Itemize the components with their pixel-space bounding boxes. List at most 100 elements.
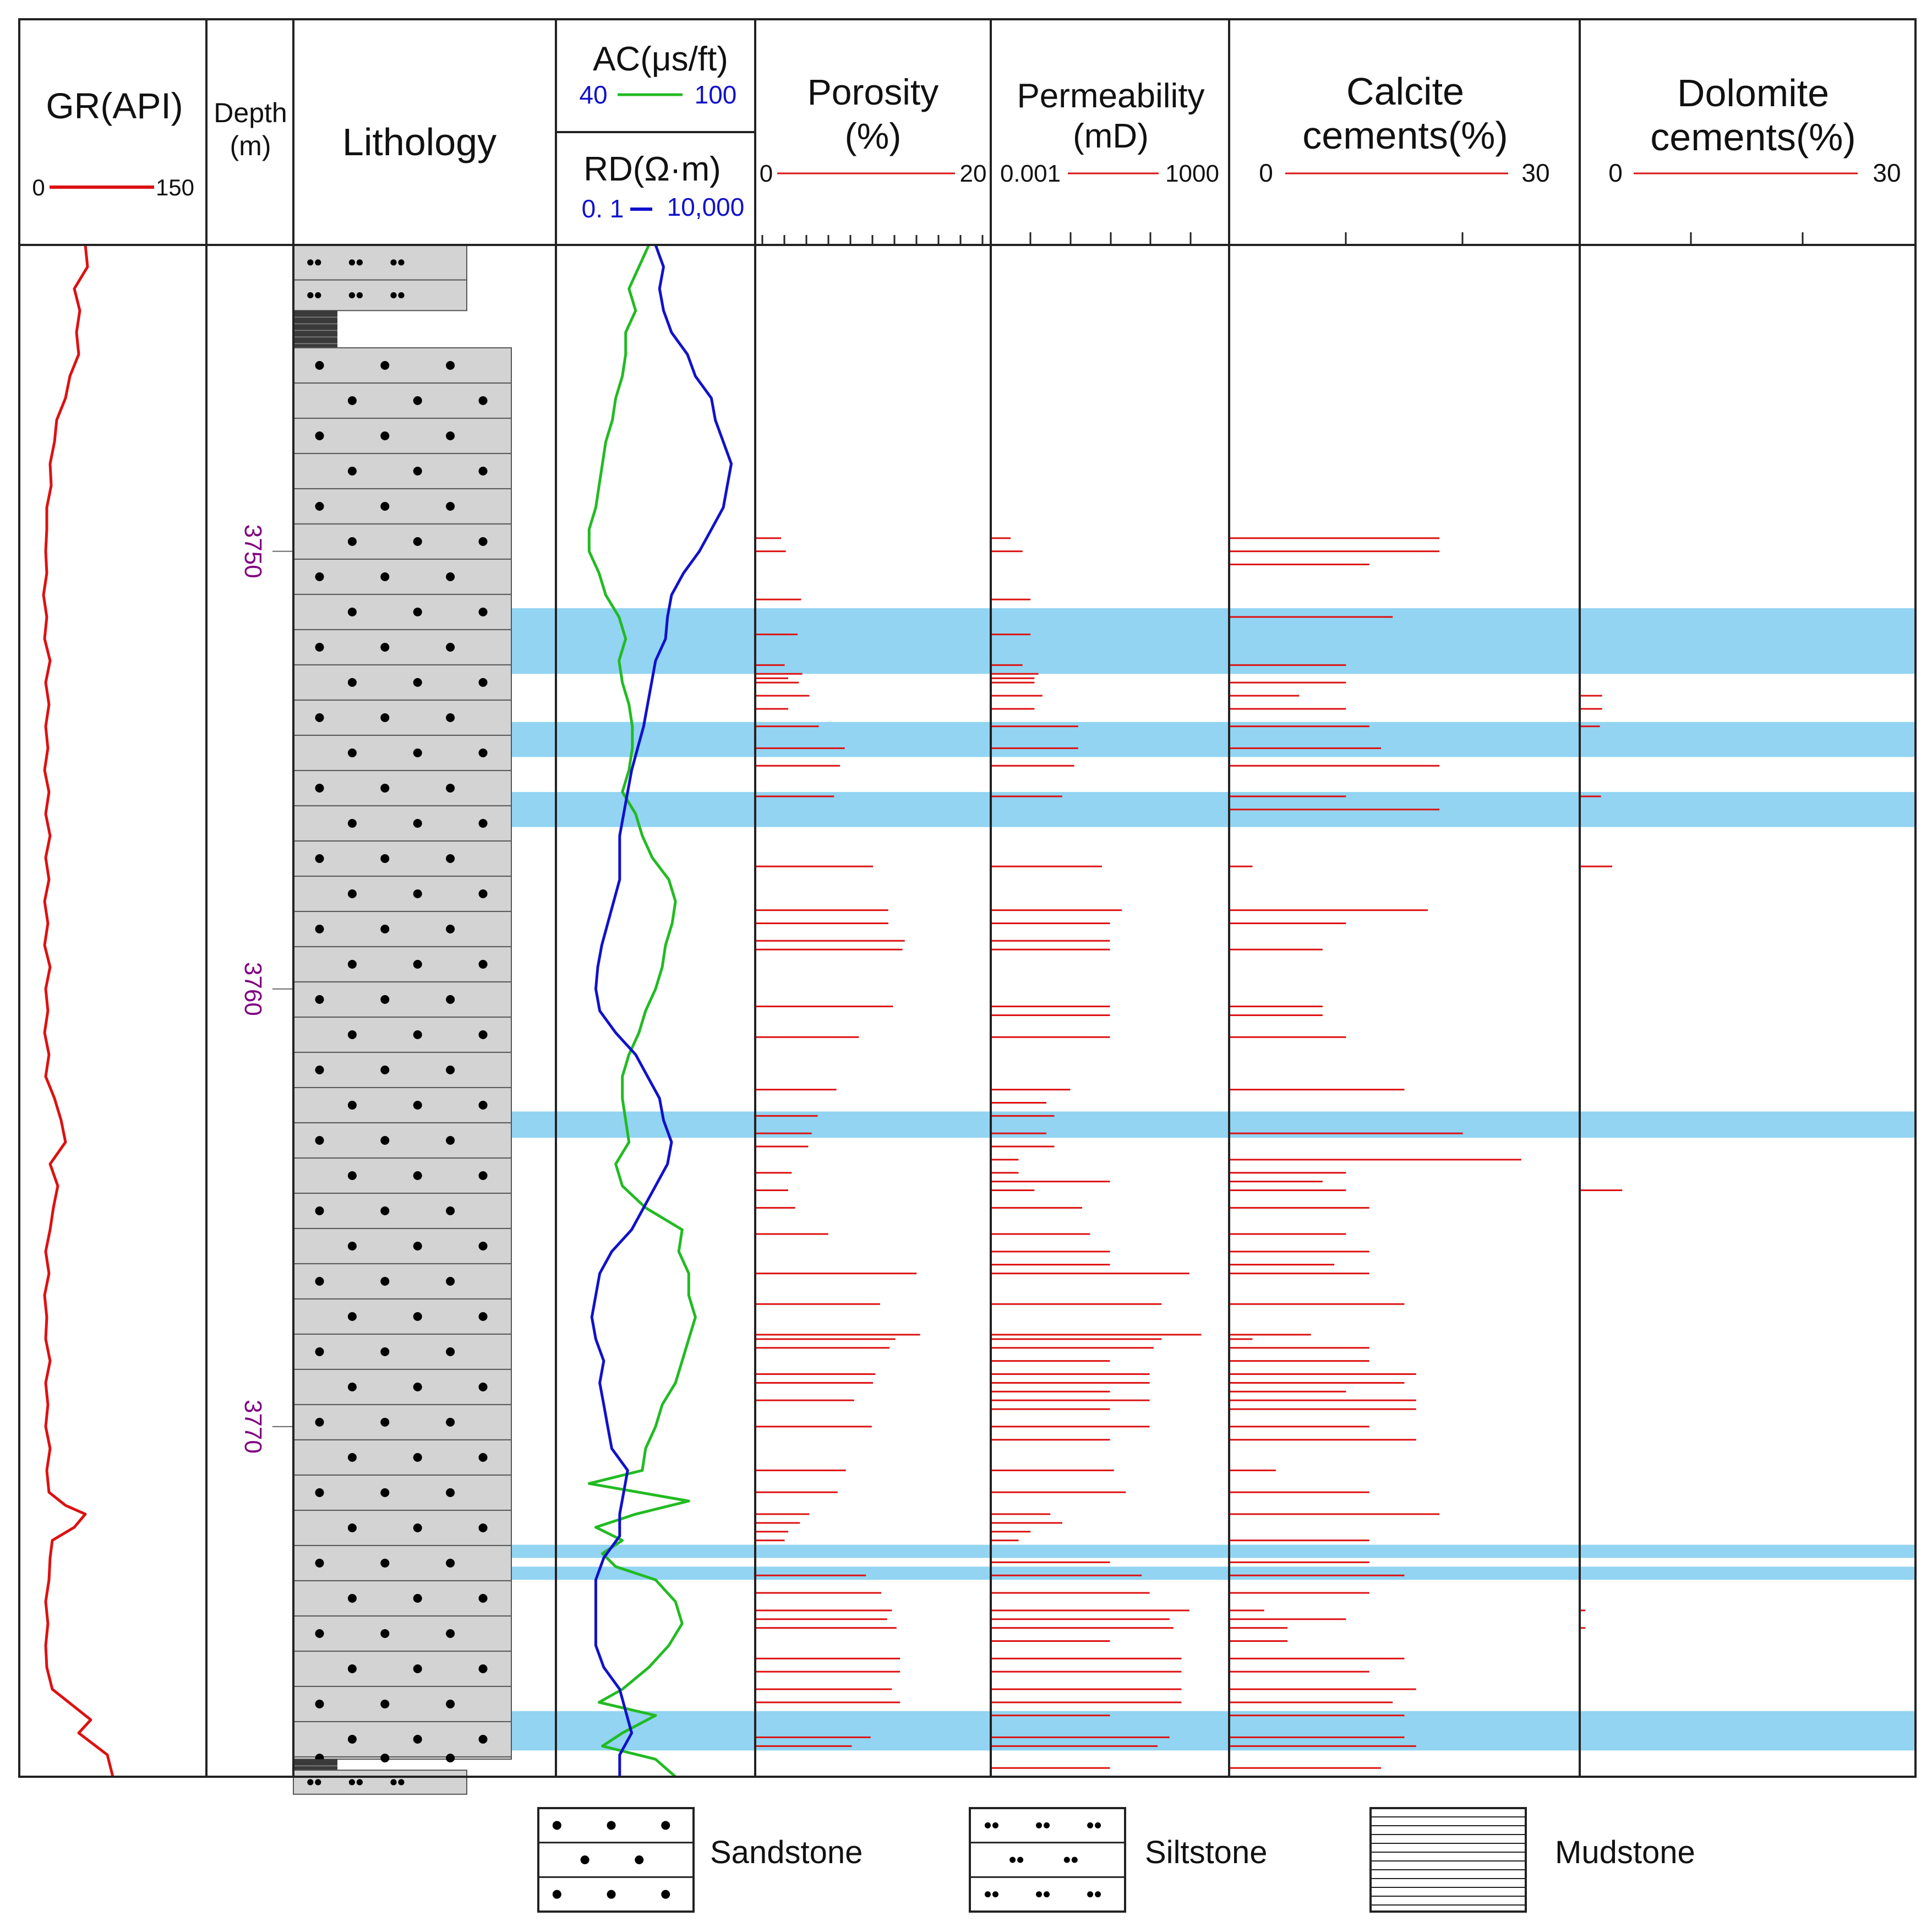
ac-title: AC(μs/ft) xyxy=(593,40,728,78)
legend-silt-dot xyxy=(1017,1857,1024,1863)
calcite-title-2: cements(%) xyxy=(1302,114,1508,157)
depth-unit: (m) xyxy=(230,130,271,161)
calcite-max-label: 30 xyxy=(1521,159,1549,187)
sand-dot xyxy=(413,1453,422,1462)
sand-dot xyxy=(478,889,488,898)
ac-min-label: 40 xyxy=(579,80,607,109)
sand-dot xyxy=(347,1171,357,1180)
sand-dot xyxy=(478,1312,488,1321)
sand-dot xyxy=(446,572,455,581)
mudstone-fill xyxy=(293,1759,337,1771)
sand-dot xyxy=(380,572,390,581)
legend-label: Mudstone xyxy=(1555,1835,1695,1870)
silt-dot xyxy=(348,1779,356,1786)
track-frame xyxy=(18,18,1917,1778)
silt-dot xyxy=(307,1779,314,1786)
rd-curve xyxy=(590,244,733,1777)
sand-dot xyxy=(315,854,324,863)
sand-dot xyxy=(478,959,488,969)
rd-title: RD(Ω·m) xyxy=(583,150,721,188)
legend-item-mudstone: Mudstone xyxy=(1369,1807,1695,1913)
legend-silt-dot xyxy=(1044,1822,1050,1828)
sand-dot xyxy=(413,1171,422,1180)
legend-sandstone-box xyxy=(537,1807,695,1913)
sand-dot xyxy=(347,1453,357,1462)
sand-dot xyxy=(315,1347,324,1356)
sand-dot xyxy=(347,959,357,969)
sand-dot xyxy=(413,1664,422,1673)
sand-dot xyxy=(315,713,324,722)
sand-dot xyxy=(478,1382,488,1391)
porosity-title-2: (%) xyxy=(845,116,902,156)
sand-dot xyxy=(478,1100,488,1110)
sandstone-fill xyxy=(293,347,512,1760)
sand-dot xyxy=(315,1558,324,1568)
sand-dot xyxy=(478,748,488,757)
legend-silt-dot xyxy=(1095,1822,1101,1828)
sand-dot xyxy=(413,1241,422,1251)
sand-dot xyxy=(347,607,357,616)
mudstone-fill xyxy=(293,310,337,348)
legend-sand-dot xyxy=(661,1890,670,1899)
rd-max-label: 10,000 xyxy=(667,193,745,221)
legend-silt-dot xyxy=(1063,1857,1070,1863)
legend-sand-dot xyxy=(552,1821,561,1830)
sand-dot xyxy=(413,607,422,616)
sand-dot xyxy=(446,1629,455,1638)
sand-dot xyxy=(380,1136,390,1145)
sand-dot xyxy=(413,1030,422,1039)
porosity-max-label: 20 xyxy=(960,160,987,187)
sand-dot xyxy=(380,1488,390,1497)
sand-dot xyxy=(446,1347,455,1356)
legend-item-siltstone: Siltstone xyxy=(969,1807,1267,1913)
silt-dot xyxy=(398,259,405,266)
legend-silt-dot xyxy=(1071,1857,1078,1863)
silt-dot xyxy=(390,292,397,299)
sand-dot xyxy=(446,924,455,934)
legend-silt-dot xyxy=(1036,1822,1043,1828)
sand-dot xyxy=(380,1629,390,1638)
sand-dot xyxy=(347,889,357,898)
dolomite-max-label: 30 xyxy=(1873,159,1901,187)
permeability-title-1: Permeability xyxy=(1017,77,1204,115)
sand-dot xyxy=(315,1136,324,1145)
highlight-band xyxy=(293,1711,1915,1751)
sand-dot xyxy=(413,748,422,757)
permeability-title-2: (mD) xyxy=(1073,117,1149,155)
sand-dot xyxy=(315,924,324,934)
lithology-title: Lithology xyxy=(342,121,496,163)
highlight-band xyxy=(293,1111,1915,1138)
sand-dot xyxy=(315,501,324,511)
lith-mudstone xyxy=(293,1759,337,1771)
sand-dot xyxy=(446,431,455,440)
sand-dot xyxy=(347,818,357,828)
sand-dot xyxy=(380,1276,390,1286)
sand-dot xyxy=(446,1488,455,1497)
sand-dot xyxy=(413,1523,422,1532)
sand-dot xyxy=(413,959,422,969)
sand-dot xyxy=(478,1664,488,1673)
highlight-band xyxy=(293,1544,1915,1558)
lith-sandstone xyxy=(293,347,512,1763)
silt-dot xyxy=(356,292,363,299)
highlight-band xyxy=(293,722,1915,757)
siltstone-fill xyxy=(293,279,467,312)
highlight-band xyxy=(293,791,1915,827)
legend-sand-dot xyxy=(607,1821,616,1830)
gr-curve xyxy=(42,244,114,1777)
sand-dot xyxy=(347,748,357,757)
lith-mudstone xyxy=(293,310,337,348)
legend-sand-dot xyxy=(661,1821,670,1830)
sand-dot xyxy=(347,1523,357,1532)
sand-dot xyxy=(478,607,488,616)
silt-dot xyxy=(315,292,321,299)
highlight-bands xyxy=(293,608,1915,1751)
legend-silt-dot xyxy=(984,1891,991,1898)
sand-dot xyxy=(347,1312,357,1321)
highlight-band xyxy=(293,1566,1915,1580)
sand-dot xyxy=(315,572,324,581)
sand-dot xyxy=(380,713,390,722)
sand-dot xyxy=(347,1030,357,1039)
legend-silt-dot xyxy=(1095,1891,1101,1898)
